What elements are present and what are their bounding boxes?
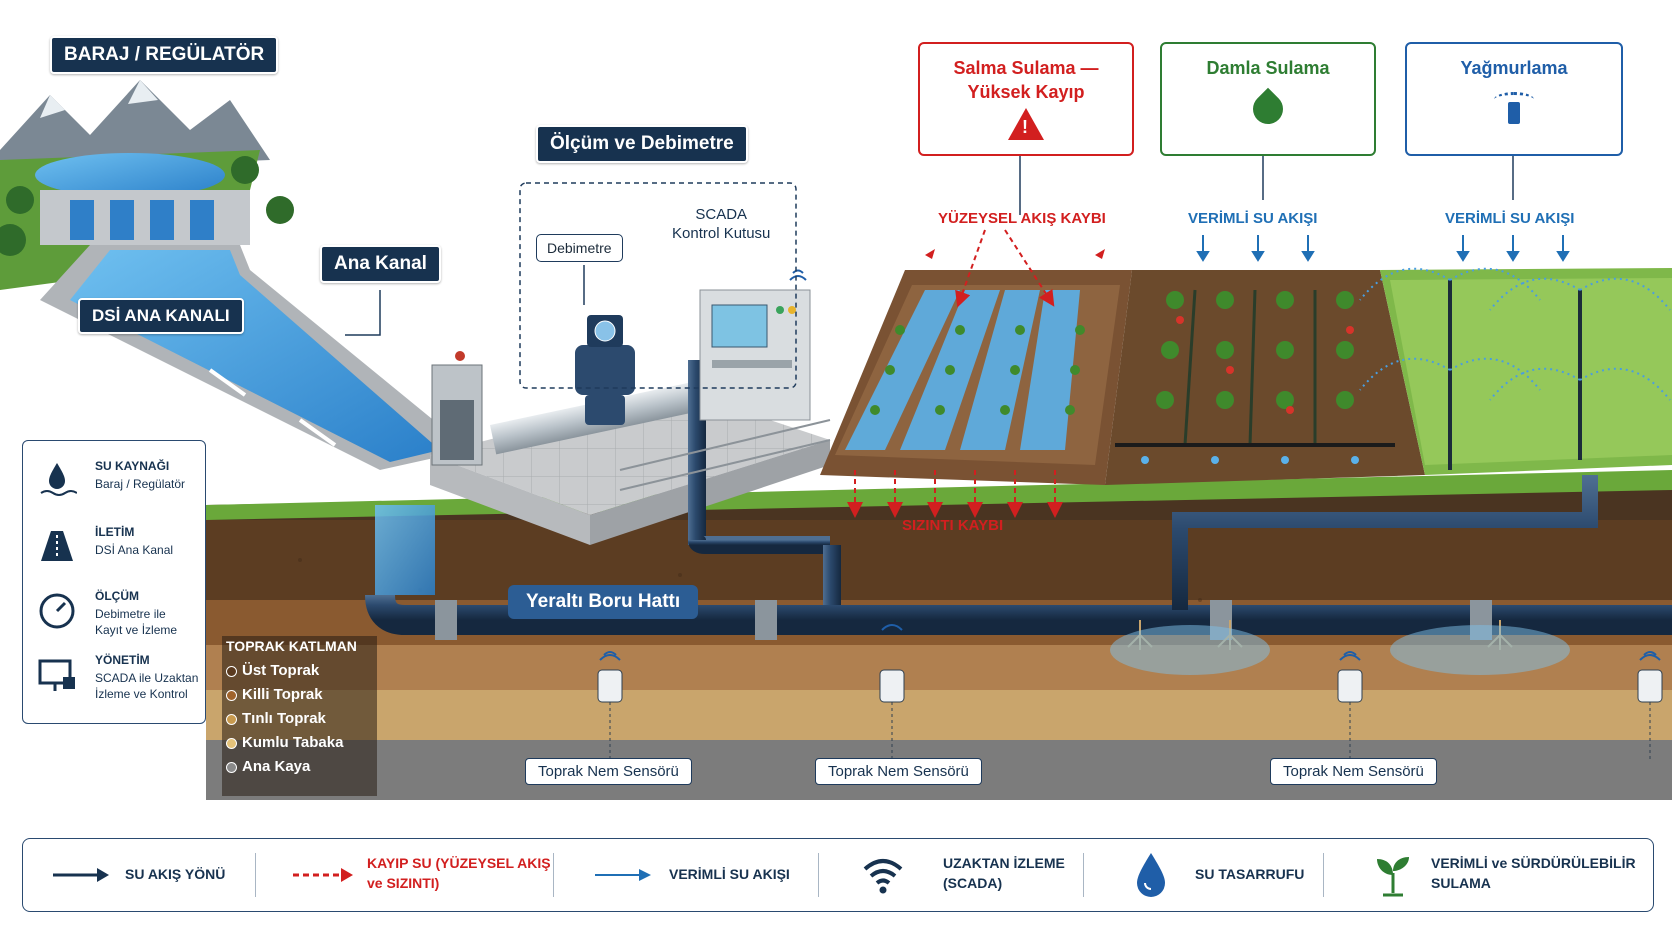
sprinkler-icon [1494, 92, 1534, 124]
efficient-flow-arrows [1196, 235, 1570, 262]
legend-sustainable: VERİMLİ ve SÜRDÜRÜLEBİLİR SULAMA [1373, 839, 1643, 911]
pipeline-label: Yeraltı Boru Hattı [508, 585, 699, 619]
drip-irrigation-box: Damla Sulama [1160, 42, 1376, 156]
flowmeter-label: Debimetre [536, 234, 623, 262]
legend-management: YÖNETİM SCADA ile Uzaktan İzleme ve Kont… [31, 653, 201, 713]
blue-arrow-icon [595, 869, 651, 881]
soil-layer-4: Kumlu Tabaka [226, 734, 343, 758]
drip-flow-label: VERİMLİ SU AKIŞI [1188, 210, 1318, 227]
legend-sub: SCADA ile Uzaktan İzleme ve Kontrol [95, 671, 199, 701]
soil-layer-5: Ana Kaya [226, 758, 310, 782]
legend-title: İLETİM [95, 525, 135, 539]
navy-arrow-icon [53, 868, 109, 882]
legend-efficient-flow: VERİMLİ SU AKIŞI [593, 839, 813, 911]
wifi-icon [863, 859, 903, 894]
warning-icon: ! [1008, 108, 1044, 140]
flood-field [820, 229, 1132, 518]
soil-layer-1: Üst Toprak [226, 662, 319, 686]
sprinkler-title: Yağmurlama [1460, 58, 1568, 78]
legend-title: SU KAYNAĞI [95, 459, 170, 473]
surface-runoff-label: YÜZEYSEL AKIŞ KAYBI [938, 210, 1106, 227]
legend-water-saving: SU TASARRUFU [1131, 839, 1321, 911]
seepage-label: SIZINTI KAYBI [902, 517, 1004, 534]
moisture-sensors [597, 669, 1663, 760]
process-legend: SU KAYNAĞI Baraj / Regülatör İLETİM DSİ … [22, 440, 206, 724]
soil-layer-2: Killi Toprak [226, 686, 323, 710]
scada-cabinet [699, 269, 811, 421]
sprinkler-field [1359, 267, 1672, 475]
monitor-icon [38, 659, 75, 691]
legend-title: YÖNETİM [95, 653, 150, 667]
dsi-canal-label: DSİ ANA KANALI [78, 298, 244, 334]
sensor-wifi-icons [599, 624, 1661, 661]
soil-layer-label: Tınlı Toprak [242, 710, 326, 727]
legend-transmission: İLETİM DSİ Ana Kanal [31, 525, 201, 585]
legend-water-source: SU KAYNAĞI Baraj / Regülatör [31, 459, 201, 519]
flood-irrigation-box: Salma Sulama — Yüksek Kayıp ! [918, 42, 1134, 156]
bottom-legend: SU AKIŞ YÖNÜ KAYIP SU (YÜZEYSEL AKIŞ ve … [22, 838, 1654, 912]
soil-layer-label: Ana Kaya [242, 758, 311, 775]
water-drop-icon [1137, 853, 1165, 897]
legend-text: VERİMLİ SU AKIŞI [669, 866, 790, 882]
sprinkler-irrigation-box: Yağmurlama [1405, 42, 1623, 156]
canal-icon [41, 531, 73, 561]
control-platform [375, 351, 830, 595]
soil-layer-label: Üst Toprak [242, 662, 320, 679]
legend-measurement: ÖLÇÜM Debimetre ile Kayıt ve İzleme [31, 589, 201, 649]
drip-title: Damla Sulama [1206, 58, 1330, 78]
legend-flow-direction: SU AKIŞ YÖNÜ [51, 839, 261, 911]
legend-sub: Baraj / Regülatör [95, 477, 186, 491]
red-dashed-arrow-icon [293, 868, 353, 882]
legend-text: VERİMLİ ve SÜRDÜRÜLEBİLİR SULAMA [1431, 855, 1636, 891]
sprinkler-flow-label: VERİMLİ SU AKIŞI [1445, 210, 1575, 227]
water-drop-icon [1246, 87, 1290, 131]
legend-remote-monitoring: UZAKTAN İZLEME (SCADA) [861, 839, 1081, 911]
main-canal-label: Ana Kanal [320, 245, 441, 283]
legend-text: KAYIP SU (YÜZEYSEL AKIŞ ve SIZINTI) [367, 855, 551, 891]
sensor-label-3: Toprak Nem Sensörü [1270, 758, 1437, 785]
soil-layer-3: Tınlı Toprak [226, 710, 326, 734]
soil-layer-label: Killi Toprak [242, 686, 323, 703]
sensor-label-1: Toprak Nem Sensörü [525, 758, 692, 785]
legend-text: SU AKIŞ YÖNÜ [125, 866, 226, 882]
sensor-label-2: Toprak Nem Sensörü [815, 758, 982, 785]
water-source-icon [40, 463, 77, 496]
soil-layer-legend: TOPRAK KATLMAN Üst Toprak Killi Toprak T… [222, 636, 377, 796]
scada-box-label: SCADA Kontrol Kutusu [672, 206, 771, 242]
flowmeter-device [575, 315, 635, 425]
soil-layer-label: Kumlu Tabaka [242, 734, 344, 751]
legend-sub: Debimetre ile Kayıt ve İzleme [95, 607, 178, 637]
flood-title: Salma Sulama — Yüksek Kayıp [953, 58, 1099, 102]
gauge-icon [39, 593, 75, 629]
soil-legend-title: TOPRAK KATLMAN [226, 638, 357, 654]
legend-text: UZAKTAN İZLEME (SCADA) [943, 855, 1065, 891]
legend-text: SU TASARRUFU [1195, 866, 1305, 882]
measure-label: Ölçüm ve Debimetre [536, 125, 748, 163]
legend-sub: DSİ Ana Kanal [95, 543, 174, 557]
legend-title: ÖLÇÜM [95, 589, 139, 603]
callout-lines [345, 155, 1514, 389]
drip-field [1105, 270, 1425, 485]
plant-icon [1377, 857, 1409, 897]
legend-lost-water: KAYIP SU (YÜZEYSEL AKIŞ ve SIZINTI) [291, 839, 561, 911]
dam-label: BARAJ / REGÜLATÖR [50, 36, 279, 74]
